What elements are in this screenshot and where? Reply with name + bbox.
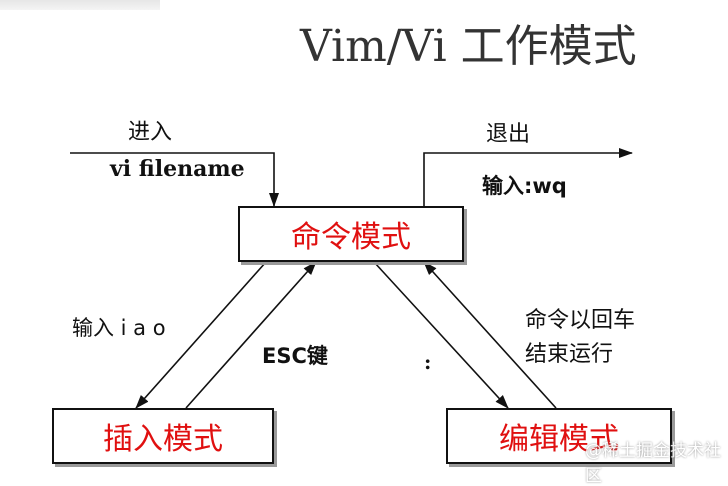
- command-mode-box: 命令模式: [238, 206, 464, 262]
- exit-arrow: [423, 148, 633, 206]
- colon-label: :: [424, 350, 432, 374]
- command-end-line1: 命令以回车: [525, 308, 636, 333]
- exit-command-label: 输入:wq: [482, 174, 567, 198]
- cmd-to-edit-arrow: [373, 261, 509, 409]
- arrows-layer: [70, 148, 633, 409]
- exit-label: 退出: [486, 122, 531, 147]
- corner-artifact: [0, 0, 160, 10]
- edit-to-cmd-arrow: [423, 261, 557, 409]
- command-mode-label: 命令模式: [291, 220, 411, 255]
- watermark: @稀土掘金技术社区: [585, 441, 721, 486]
- esc-key-label: ESC键: [262, 344, 328, 368]
- enter-arrow: [70, 152, 279, 207]
- insert-keys-label: 输入 i a o: [72, 316, 166, 340]
- enter-command-label: vi filename: [110, 156, 245, 182]
- insert-mode-box: 插入模式: [52, 408, 274, 464]
- cmd-to-insert-arrow: [135, 261, 267, 409]
- insert-mode-label: 插入模式: [103, 422, 223, 457]
- edit-mode-box: 编辑模式: [446, 408, 672, 464]
- edit-mode-label: 编辑模式: [499, 422, 619, 457]
- insert-to-cmd-arrow: [185, 261, 317, 409]
- command-end-line2: 结束运行: [525, 342, 614, 367]
- enter-label: 进入: [128, 120, 173, 145]
- diagram-title: Vim/Vi 工作模式: [300, 21, 637, 72]
